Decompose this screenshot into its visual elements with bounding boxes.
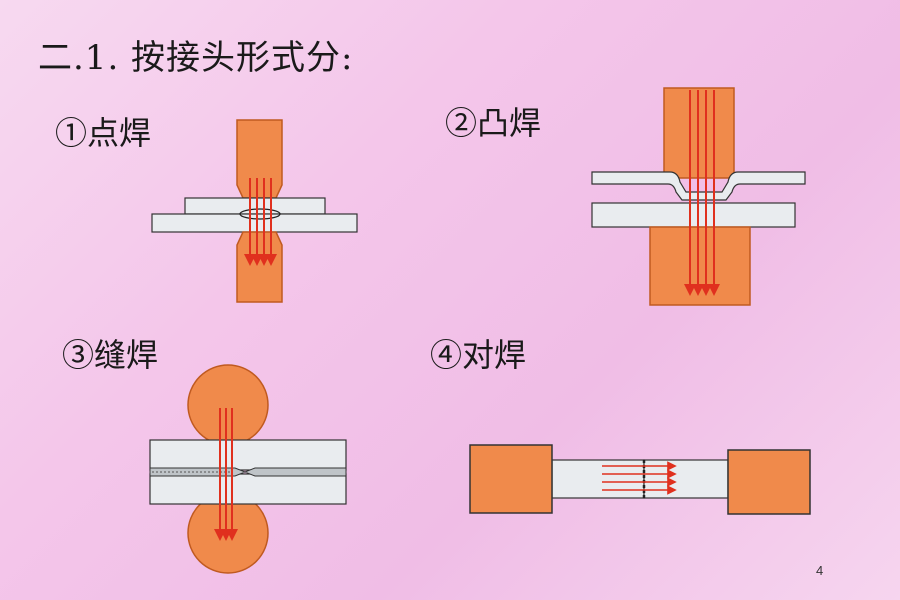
spot-lower-plate (151, 213, 358, 233)
projection-current-lines (684, 90, 720, 296)
projection-lower-plate (591, 202, 796, 228)
butt-left-clamp (469, 444, 553, 514)
butt-current-lines (602, 461, 677, 495)
butt-right-clamp (727, 449, 811, 515)
seam-lower-plate (149, 473, 347, 505)
seam-weld-bead (149, 467, 347, 477)
projection-lower-electrode (649, 226, 751, 306)
spot-weld-nugget (239, 208, 281, 220)
label-spot-welding: ①点焊 (55, 114, 152, 152)
spot-upper-plate (184, 197, 326, 215)
spot-current-lines (244, 178, 277, 266)
slide-title: 二.1. 按接头形式分: (38, 38, 354, 78)
label-seam-welding: ③缝焊 (62, 336, 159, 374)
spot-lower-electrode (236, 231, 283, 303)
seam-welding-diagram (149, 364, 347, 574)
seam-upper-plate (149, 439, 347, 471)
butt-welding-diagram (469, 444, 811, 515)
projection-welding-diagram (591, 87, 806, 306)
label-projection-welding: ②凸焊 (445, 104, 542, 142)
seam-lower-roller (187, 492, 269, 574)
spot-welding-diagram (151, 119, 358, 303)
projection-upper-plate (591, 171, 806, 201)
label-butt-welding: ④对焊 (430, 336, 527, 374)
page-number: 4 (816, 563, 824, 578)
spot-upper-electrode (236, 119, 283, 199)
seam-upper-roller (187, 364, 269, 446)
seam-current-lines (214, 408, 238, 541)
